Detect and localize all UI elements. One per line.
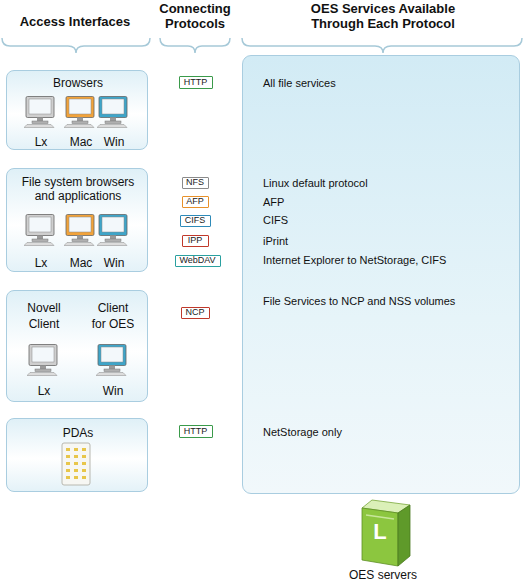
protocol-badge: NCP (181, 307, 210, 319)
protocol-name: HTTP (180, 426, 211, 436)
interface-title: PDAs (7, 426, 149, 441)
platform-label: Win (98, 256, 130, 270)
bracket (160, 38, 230, 53)
interface-title: File system browsers and applications (12, 175, 144, 203)
platform-label: Mac (63, 256, 99, 270)
service-text: File Services to NCP and NSS volumes (263, 295, 513, 308)
interface-box: PDAs (6, 418, 148, 492)
protocol-badge: HTTP (179, 425, 213, 438)
service-text: Linux default protocol (263, 177, 513, 190)
service-text: iPrint (263, 235, 513, 248)
protocol-name: CIFS (181, 216, 209, 225)
interface-box: File system browsers and applicationsLx M… (6, 168, 148, 272)
bracket (2, 38, 150, 53)
server-top (362, 500, 410, 513)
server-front (362, 508, 398, 566)
interface-box: BrowsersLx MacWin (6, 70, 148, 150)
protocol-name: WebDAV (176, 256, 219, 265)
server-logo-letter: L (367, 519, 393, 545)
services-panel: All file servicesLinux default protocolA… (242, 55, 520, 494)
column-header: Connecting Protocols (150, 1, 240, 31)
protocol-badge: NFS (182, 177, 209, 189)
protocol-badge: IPP (182, 235, 209, 247)
protocol-badge: WebDAV (175, 255, 221, 267)
protocol-badge: AFP (182, 196, 209, 208)
interface-title: Novell Client (19, 300, 69, 332)
service-text: Internet Explorer to NetStorage, CIFS (263, 254, 513, 267)
protocol-badge: CIFS (180, 215, 211, 227)
protocol-badge: HTTP (179, 76, 213, 89)
interface-box: Novell Client Client for OES Lx Win (6, 290, 148, 402)
service-text: All file services (263, 77, 513, 90)
column-header: Access Interfaces (0, 14, 150, 29)
platform-label: Lx (29, 384, 59, 398)
platform-label: Win (98, 135, 130, 149)
interface-title: Browsers (7, 76, 149, 91)
protocol-name: NFS (183, 178, 207, 187)
bracket (242, 38, 522, 53)
server-label: OES servers (333, 568, 433, 582)
service-text: NetStorage only (263, 426, 513, 439)
protocol-name: IPP (183, 236, 207, 245)
server-stripe (366, 515, 394, 519)
protocol-name: HTTP (180, 77, 211, 87)
protocol-name: NCP (182, 308, 208, 317)
service-text: CIFS (263, 214, 513, 227)
platform-label: Win (97, 384, 129, 398)
platform-label: Lx (26, 135, 56, 149)
column-header: OES Services Available Through Each Prot… (283, 1, 483, 31)
server-icon (362, 500, 410, 566)
protocol-name: AFP (183, 197, 207, 206)
interface-title: Client for OES (91, 300, 135, 332)
platform-label: Mac (63, 135, 99, 149)
service-text: AFP (263, 196, 513, 209)
platform-label: Lx (26, 256, 56, 270)
server-side (398, 505, 410, 566)
